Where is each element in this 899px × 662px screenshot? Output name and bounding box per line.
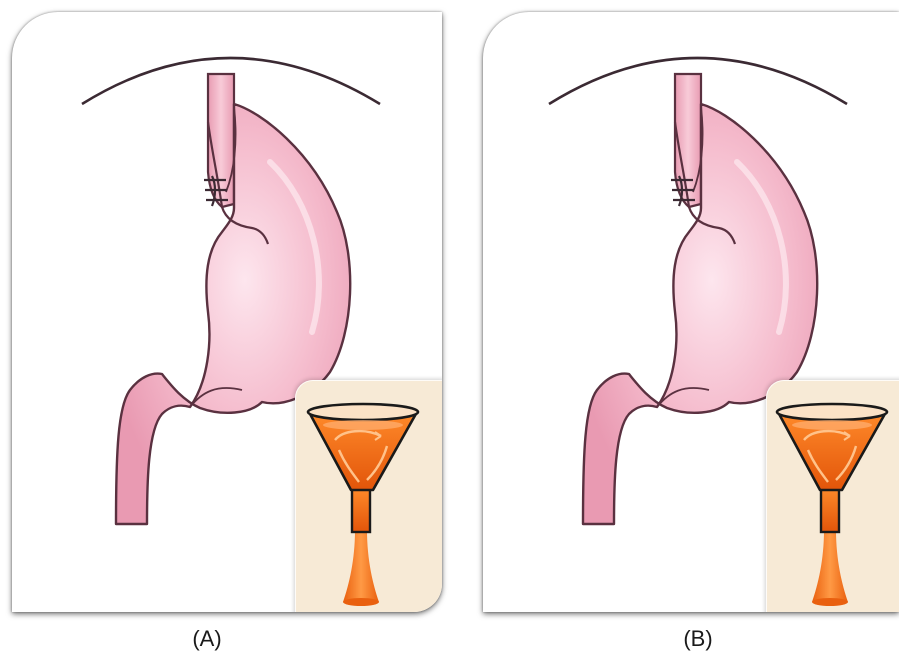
funnel-icon [295, 380, 442, 612]
panel-b [483, 12, 899, 612]
funnel-inset [295, 380, 442, 612]
funnel-stream [812, 530, 848, 602]
funnel-stream [343, 530, 379, 602]
funnel-icon [766, 380, 899, 612]
funnel-spout [352, 488, 370, 532]
funnel-spout [821, 488, 839, 532]
funnel-inset [766, 380, 899, 612]
panel-b-label: (B) [658, 626, 738, 652]
panel-a-label: (A) [167, 626, 247, 652]
panel-a [12, 12, 442, 612]
